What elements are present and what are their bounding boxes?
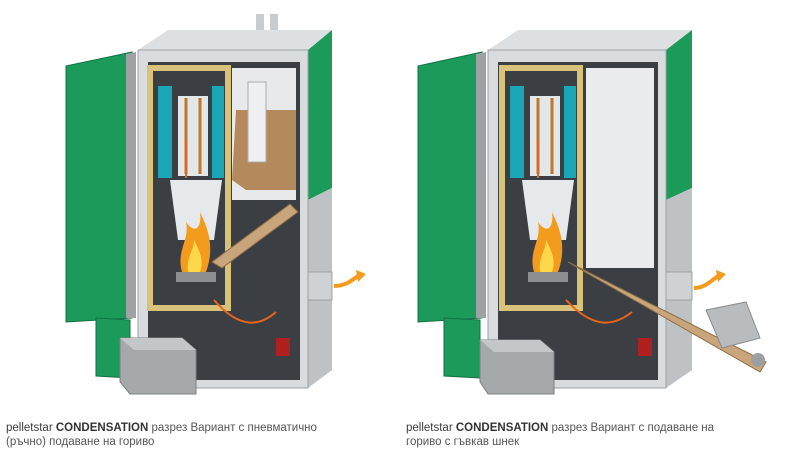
flame-core [187,240,202,272]
lower-door [443,317,481,379]
flue-pipe [270,14,278,34]
heat-exchanger-right [212,86,224,178]
caption-line-1: pelletstar CONDENSATION разрез Вариант с… [6,421,386,435]
flame [532,212,563,272]
combustion-chamber [170,180,222,240]
exhaust-arrow [693,274,720,290]
caption-brand: pelletstar [6,422,53,434]
flame [180,212,211,272]
front-door-open [65,51,133,323]
door-hinge-edge [126,52,136,318]
caption-line-2: гориво с гъвкав шнек [406,436,520,448]
auger-drive [705,301,761,349]
exhaust-arrowhead [716,270,726,282]
burner-grate [528,272,568,282]
caption-model: CONDENSATION [55,422,149,434]
boiler-cutaway-illustration [417,30,767,395]
fan-motor [276,338,290,356]
figure-caption: pelletstar CONDENSATION разрез Вариант с… [6,421,386,449]
caption-text-1: разрез Вариант с пневматично [151,422,317,434]
fan-motor [638,338,652,356]
vacuum-tube [247,81,267,163]
heat-exchanger-left [510,86,524,178]
ash-box-top [480,340,554,352]
figure-caption: pelletstar CONDENSATION разрез Вариант с… [406,421,786,449]
ash-box-top [120,338,196,350]
caption-text-1: разрез Вариант с подаване на [551,422,715,434]
insulation [147,65,231,311]
heat-exchanger-right [564,86,576,178]
exchanger-tubes [178,96,208,176]
caption-model: CONDENSATION [455,422,549,434]
side-panel-green [308,30,332,200]
combustion-chamber [522,180,574,240]
exhaust-arrowhead [356,270,366,282]
side-panel-green [666,30,692,200]
burner-grate [176,272,216,282]
boiler-cutaway-illustration [65,14,366,395]
gas-flow-arrow [213,299,277,324]
flue-outlet [307,271,333,301]
exhaust-arrow [333,274,360,288]
figure-flexible-auger-variant: pelletstar CONDENSATION разрез Вариант с… [400,0,800,460]
exchanger-tubes [530,96,560,176]
insulation [499,65,583,311]
front-door-open [417,51,483,323]
flame-core [539,240,554,272]
feed-auger [211,203,299,269]
empty-hopper [586,68,654,268]
flexible-auger [567,261,767,373]
caption-line-2: (ръчно) подаване на гориво [6,436,155,448]
figure-pneumatic-variant: pelletstar CONDENSATION разрез Вариант с… [6,14,386,449]
gas-flow-arrow [565,299,633,324]
flue-outlet [665,271,693,301]
auger-end-cap [751,353,765,367]
flue-pipe [256,14,264,34]
casing-top [488,30,692,50]
casing-top [138,30,332,50]
caption-line-1: pelletstar CONDENSATION разрез Вариант с… [406,421,786,435]
door-hinge-edge [476,52,486,318]
caption-brand: pelletstar [406,422,453,434]
heat-exchanger-left [158,86,172,178]
